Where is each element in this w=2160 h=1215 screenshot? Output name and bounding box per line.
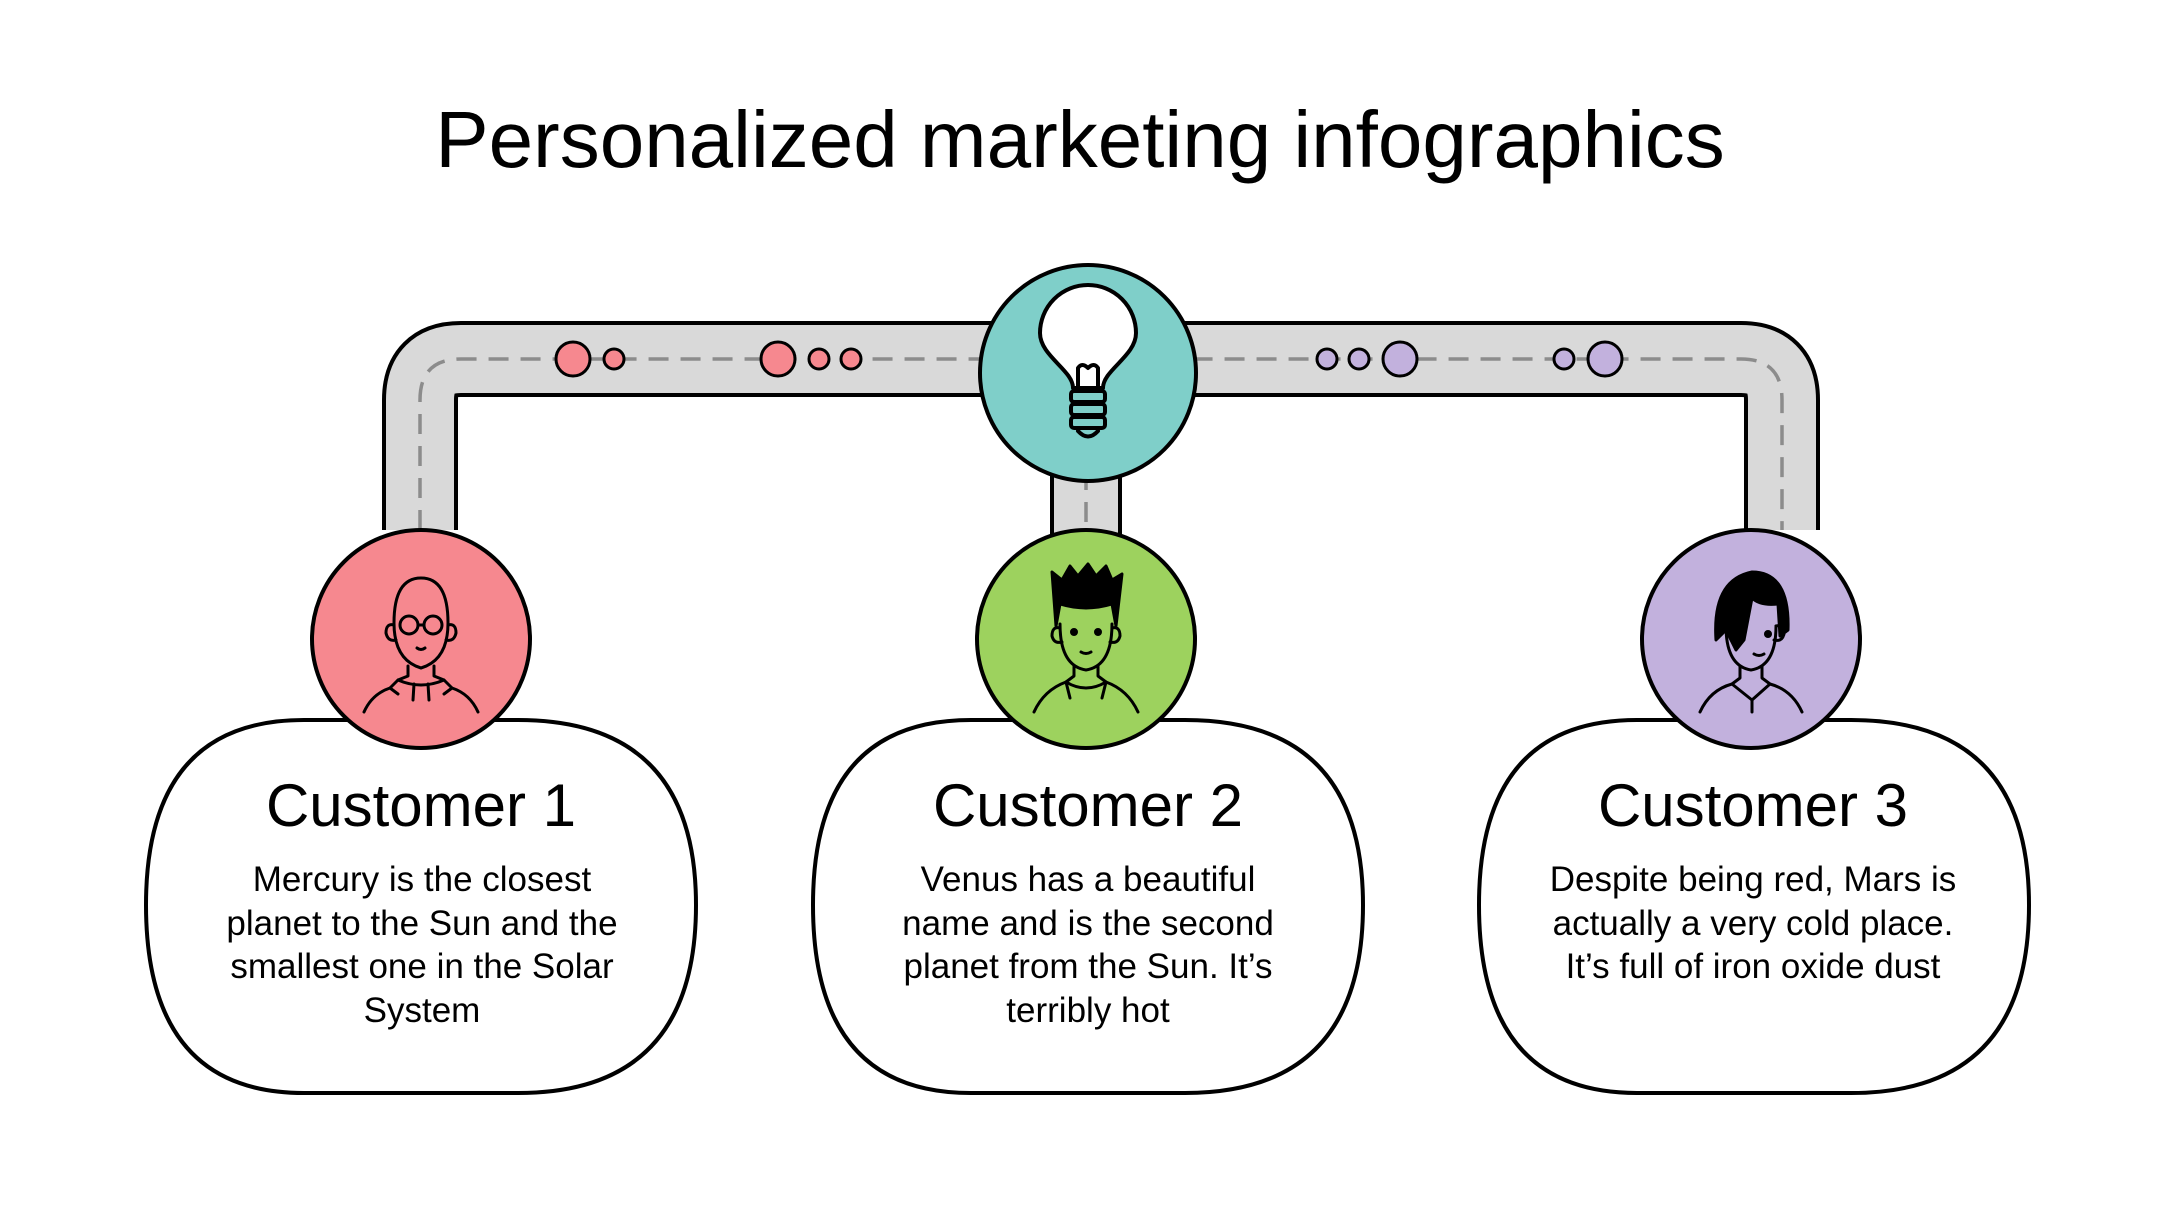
road-dot bbox=[1381, 340, 1419, 378]
customer-1-description: Mercury is the closest planet to the Sun… bbox=[226, 860, 618, 1030]
road-dot bbox=[807, 347, 831, 371]
road-dots-right bbox=[1315, 340, 1624, 378]
customer-1-bubble bbox=[143, 718, 699, 1095]
customer-3-bubble bbox=[1476, 718, 2032, 1095]
road-dot bbox=[1552, 347, 1576, 371]
spiky-hair-person-icon bbox=[1032, 562, 1140, 714]
customer-1-title: Customer 1 bbox=[265, 772, 577, 839]
road-dot bbox=[1315, 347, 1339, 371]
customer-2-bubble bbox=[810, 718, 1366, 1095]
page-title: Personalized marketing infographics bbox=[435, 95, 1725, 184]
customer-2-avatar bbox=[975, 528, 1197, 750]
customer-1-avatar bbox=[310, 528, 532, 750]
road-dot bbox=[839, 347, 863, 371]
customer-3-avatar bbox=[1640, 528, 1862, 750]
road-dots-left bbox=[554, 340, 863, 378]
customer-2-title: Customer 2 bbox=[932, 772, 1244, 839]
road-dot bbox=[1347, 347, 1371, 371]
customer-2-description: Venus has a beautiful name and is the se… bbox=[902, 860, 1274, 1030]
road-dot bbox=[602, 347, 626, 371]
bald-person-with-glasses-icon bbox=[362, 576, 480, 714]
road-dot bbox=[554, 340, 592, 378]
customer-3-title: Customer 3 bbox=[1597, 772, 1909, 839]
road-dot bbox=[759, 340, 797, 378]
lightbulb-icon bbox=[1038, 283, 1138, 439]
road-dot bbox=[1586, 340, 1624, 378]
long-hair-person-icon bbox=[1698, 570, 1804, 714]
hub-node bbox=[978, 263, 1198, 483]
customer-3-description: Despite being red, Mars is actually a ve… bbox=[1549, 860, 1957, 986]
